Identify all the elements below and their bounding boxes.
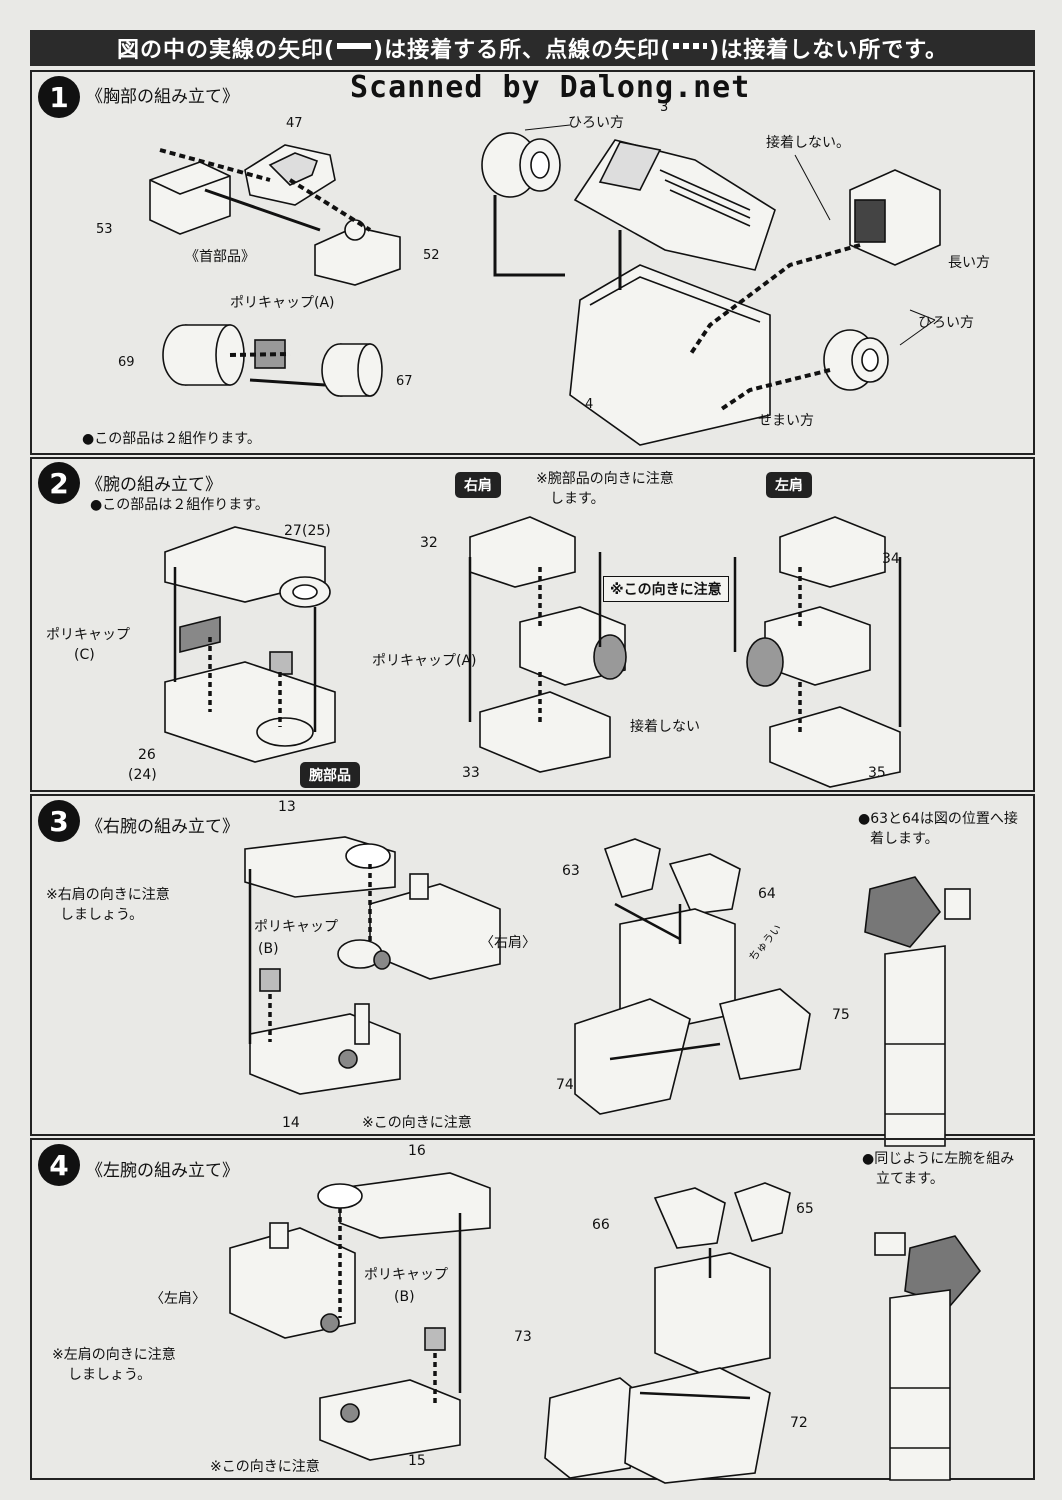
arm-assembly-diagram [164,516,902,788]
glue-position-note: ●63と64は図の位置へ接 [858,811,1018,827]
step-2-title: 《腕の組み立て》 [86,475,222,495]
part-number: 72 [790,1415,808,1431]
step-1-number: 1 [38,76,80,118]
no-glue-label: 接着しない [630,719,700,735]
narrow-side-label: せまい方 [758,413,814,429]
polycap-b-letter: (B) [258,941,279,957]
instruction-legend-banner: 図の中の実線の矢印( )は接着する所、点線の矢印( )は接着しない所です。 [30,30,1035,66]
polycap-c-letter: (C) [74,647,95,663]
part-number: 67 [396,374,413,389]
right-arm-diagram [244,836,971,1147]
right-shoulder-note: ※右肩の向きに注意 [46,887,170,903]
left-shoulder-label: 〈左肩〉 [150,1291,206,1307]
direction-callout: ※この向きに注意 [603,576,729,602]
polycap-b-label: ポリキャップ [364,1267,448,1283]
wide-side-label-2: ひろい方 [918,315,974,331]
orientation-note-cont: します。 [550,491,605,507]
part-number: 26 [138,747,156,763]
polycap-c-label: ポリキャップ [46,627,130,643]
part-number: 66 [592,1217,610,1233]
part-number: 63 [562,863,580,879]
step-4-title: 《左腕の組み立て》 [86,1161,239,1181]
step-1-title: 《胸部の組み立て》 [86,87,239,107]
legend-text-2: )は接着する所、点線の矢印( [373,38,672,63]
left-shoulder-note-cont: しましょう。 [68,1367,152,1383]
step-4-number: 4 [38,1144,80,1186]
part-number: 32 [420,535,438,551]
step-3-panel [30,794,1035,1136]
left-shoulder-badge: 左肩 [766,472,812,498]
long-side-label: 長い方 [948,255,990,271]
glue-position-note-cont: 着します。 [870,831,939,847]
neck-part-label: 《首部品》 [185,249,255,265]
part-number: 64 [758,886,776,902]
right-shoulder-label: 〈右肩〉 [480,935,536,951]
chest-assembly-diagram [149,124,941,446]
part-number: 27 [284,523,302,539]
orientation-note: ※腕部品の向きに注意 [536,471,674,487]
step-1-panel [30,70,1035,455]
part-number: 13 [278,799,296,815]
part-number-alt: (25) [302,523,331,539]
legend-text-3: )は接着しない所です。 [709,38,949,63]
part-number: 53 [96,222,113,237]
part-number: 35 [868,765,886,781]
make-two-note: ●この部品は２組作ります。 [90,497,269,513]
part-number: 15 [408,1453,426,1469]
part-number: 4 [585,397,594,412]
arm-part-badge: 腕部品 [300,762,360,788]
step-2-panel [30,457,1035,792]
no-glue-label: 接着しない。 [766,135,850,151]
part-number: 34 [882,551,900,567]
polycap-b-label: ポリキャップ [254,919,338,935]
part-number-alt: (24) [128,767,157,783]
part-number: 52 [423,248,440,263]
part-number: 16 [408,1143,426,1159]
part-number: 75 [832,1007,850,1023]
polycap-a-label: ポリキャップ(A) [230,295,335,311]
step-3-title: 《右腕の組み立て》 [86,817,239,837]
part-number: 65 [796,1201,814,1217]
step-3-number: 3 [38,800,80,842]
step-2-number: 2 [38,462,80,504]
same-assembly-note: ●同じように左腕を組み [862,1151,1015,1167]
scanner-watermark: Scanned by Dalong.net [350,70,751,105]
direction-note: ※この向きに注意 [210,1459,320,1475]
polycap-a-label: ポリキャップ(A) [372,653,477,669]
legend-text-1: 図の中の実線の矢印( [116,38,336,63]
direction-note: ※この向きに注意 [362,1115,472,1131]
left-shoulder-note: ※左肩の向きに注意 [52,1347,176,1363]
make-two-note: ●この部品は２組作ります。 [82,431,261,447]
part-number: 33 [462,765,480,781]
left-arm-diagram [229,1172,982,1484]
wide-side-label: ひろい方 [568,115,624,131]
part-number: 3 [660,100,669,115]
part-number: 73 [514,1329,532,1345]
step-4-panel [30,1138,1035,1480]
right-shoulder-badge: 右肩 [455,472,501,498]
solid-arrow-icon [337,43,372,49]
part-number: 14 [282,1115,300,1131]
part-number: 74 [556,1077,574,1093]
polycap-b-letter: (B) [394,1289,415,1305]
same-assembly-note-cont: 立てます。 [876,1171,944,1187]
right-shoulder-note-cont: しましょう。 [60,907,144,923]
dotted-arrow-icon [673,43,708,49]
part-number: 69 [118,355,135,370]
part-number: 47 [286,116,303,131]
